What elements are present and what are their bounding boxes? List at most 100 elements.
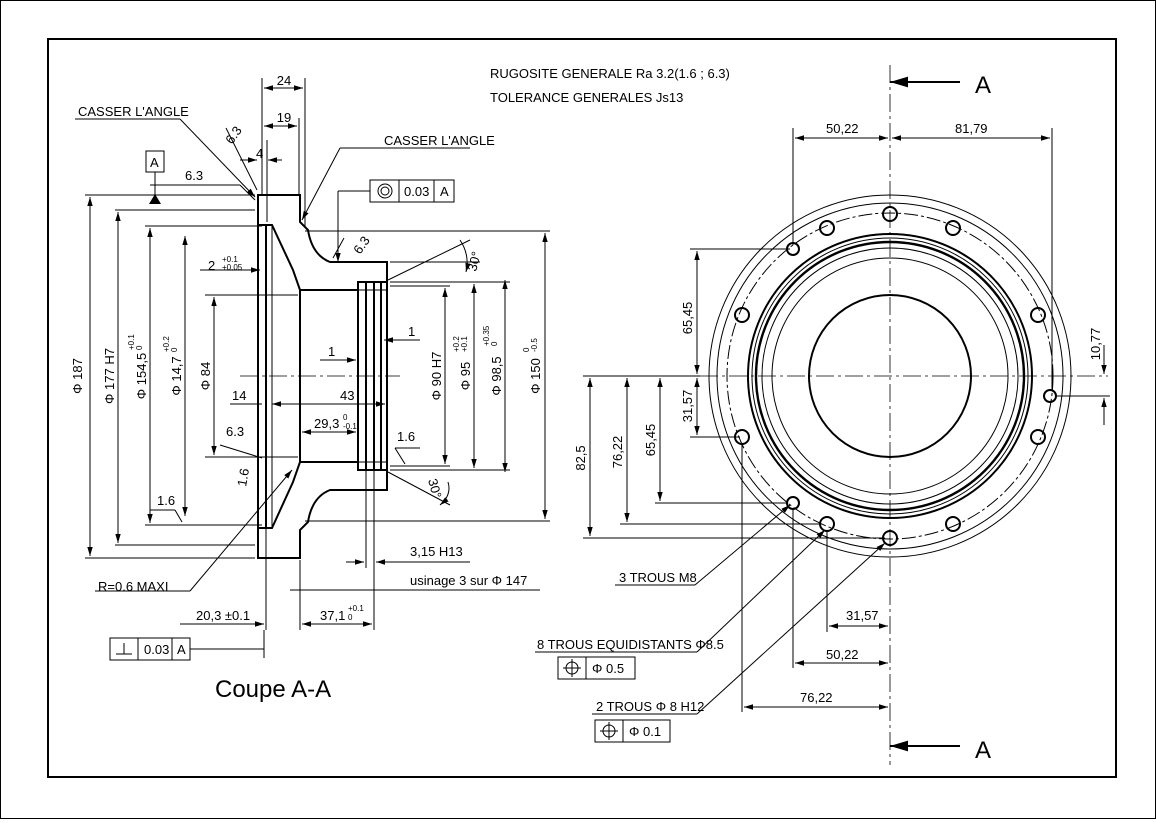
front-bottom-dims: 31,57 50,22 76,22 <box>741 443 888 712</box>
perpendicularity-datum: A <box>177 642 186 657</box>
section-vertical-dims: Φ 187 Φ 177 H7 Φ 154,5 +0.1 0 Φ 14,7 +0.… <box>70 194 298 559</box>
dim-w24: 24 <box>277 73 291 88</box>
dim-d154-tol-low: 0 <box>135 345 144 350</box>
perpendicularity-value: 0.03 <box>144 642 169 657</box>
dim-d95-tol-up: +0.2 <box>452 336 461 352</box>
dim-d985: Φ 98,5 <box>489 356 504 395</box>
section-arrows: A A <box>890 72 991 764</box>
dim-d985-tol-low: 0 <box>490 341 499 346</box>
dim-d150-tol-up: 0 <box>522 347 531 352</box>
dim-d154-tol-up: +0.1 <box>127 334 136 350</box>
tolerance-note: TOLERANCE GENERALES Js13 <box>490 90 683 105</box>
dim-d150: Φ 150 <box>528 358 543 394</box>
angle-30-b: 30° <box>425 477 445 500</box>
roughness-63-c: 6.3 <box>350 233 373 256</box>
front-view <box>700 65 1108 765</box>
label-radius: R=0.6 MAXI <box>98 579 168 594</box>
concentricity-frame: 0.03 A <box>335 179 455 262</box>
front-right-dims: 10,77 <box>1056 328 1110 425</box>
dim-w371-tol-low: 0 <box>348 613 353 622</box>
inner-frame <box>47 38 1117 778</box>
roughness-16-a: 1.6 <box>234 467 252 487</box>
dim-d147: Φ 14,7 <box>169 356 184 395</box>
roughness-63-d: 6.3 <box>226 424 244 439</box>
dim-d147-tol-low: 0 <box>170 347 179 352</box>
concentricity-datum: A <box>440 184 449 199</box>
dim-d90: Φ 90 H7 <box>429 352 444 401</box>
concentricity-value: 0.03 <box>404 184 429 199</box>
position-frame-2: Φ 0.1 <box>594 719 671 743</box>
dim-w371-tol-up: +0.1 <box>348 604 364 613</box>
section-body-bottom <box>257 461 388 559</box>
roughness-16-c: 1.6 <box>397 429 415 444</box>
dim-d95: Φ 95 <box>458 362 473 390</box>
dim-d150-tol-low: -0.5 <box>530 338 539 352</box>
dim-d84: Φ 84 <box>198 362 213 390</box>
section-arrow-top-label: A <box>975 72 991 99</box>
front-top-dims: 50,22 81,79 <box>792 121 1053 390</box>
dim-h5022: 50,22 <box>826 121 859 136</box>
dim-h8179: 81,79 <box>955 121 988 136</box>
dim-b5022: 50,22 <box>826 647 859 662</box>
angle-30-a: 30° <box>464 250 484 273</box>
dim-d187: Φ 187 <box>70 358 85 394</box>
dim-w2-tol-low: +0.05 <box>222 263 243 272</box>
label-trous-2: 2 TROUS Φ 8 H12 <box>596 699 704 714</box>
dim-w315: 3,15 H13 <box>410 544 463 559</box>
section-arrow-bottom-label: A <box>975 737 991 764</box>
dim-v3157: 31,57 <box>680 390 695 423</box>
dim-w1a: 1 <box>328 344 335 359</box>
section-mid-dims: 14 43 29,3 0 -0.1 1 1 <box>230 324 420 435</box>
dim-v825: 82,5 <box>573 445 588 470</box>
dim-w293-tol-low: -0.1 <box>343 422 357 431</box>
dim-w293-tol-up: 0 <box>343 413 348 422</box>
label-casser-angle-1: CASSER L'ANGLE <box>78 104 189 119</box>
dim-b3157: 31,57 <box>846 608 879 623</box>
roughness-63-a: 6.3 <box>185 168 203 183</box>
roughness-note: RUGOSITE GENERALE Ra 3.2(1.6 ; 6.3) <box>490 66 730 81</box>
label-trous-8: 8 TROUS EQUIDISTANTS Φ8.5 <box>537 637 724 652</box>
dim-v7622: 76,22 <box>610 436 625 469</box>
roughness-16-b: 1.6 <box>157 493 175 508</box>
label-trous-m8: 3 TROUS M8 <box>619 570 697 585</box>
section-body-top <box>257 194 388 291</box>
label-casser-angle-2: CASSER L'ANGLE <box>384 133 495 148</box>
concentricity-icon <box>377 183 393 199</box>
label-usinage: usinage 3 sur Φ 147 <box>410 573 527 588</box>
dim-d154: Φ 154,5 <box>134 353 149 400</box>
datum-a: A <box>145 150 165 204</box>
dim-d147-tol-up: +0.2 <box>162 336 171 352</box>
front-leaders: 3 TROUS M8 8 TROUS EQUIDISTANTS Φ8.5 2 T… <box>535 504 886 715</box>
position-frame-8: Φ 0.5 <box>557 656 636 680</box>
dim-w43: 43 <box>340 388 354 403</box>
dim-v1077: 10,77 <box>1088 328 1103 361</box>
section-title: Coupe A-A <box>215 676 331 703</box>
dim-d95-tol-low: +0.1 <box>460 336 469 352</box>
perpendicularity-frame: 0.03 A <box>109 630 265 661</box>
dim-b7622: 76,22 <box>800 690 833 705</box>
section-leaders: CASSER L'ANGLE CASSER L'ANGLE R=0.6 MAXI <box>75 104 495 594</box>
dim-v6545a: 65,45 <box>680 302 695 335</box>
dim-w2-tol-up: +0.1 <box>222 255 238 264</box>
dim-w1b: 1 <box>408 324 415 339</box>
datum-a-letter: A <box>150 155 159 170</box>
section-top-dims: 24 19 4 2 +0.1 +0.05 <box>200 73 306 273</box>
position-8-value: Φ 0.5 <box>592 661 624 676</box>
dim-w19: 19 <box>277 110 291 125</box>
section-bottom-dims: 3,15 H13 usinage 3 sur Φ 147 20,3 ±0.1 3… <box>180 470 540 630</box>
section-view <box>240 194 400 559</box>
dim-d985-tol-up: +0.35 <box>482 325 491 346</box>
front-left-dims: 65,45 31,57 82,5 76,22 65,45 <box>573 248 885 539</box>
dim-w2: 2 <box>208 258 215 273</box>
section-right-dims: Φ 90 H7 Φ 95 +0.2 +0.1 Φ 98,5 +0.35 0 Φ … <box>305 230 550 522</box>
dim-w203: 20,3 ±0.1 <box>196 608 250 623</box>
position-2-value: Φ 0.1 <box>629 724 661 739</box>
dim-w14: 14 <box>232 388 246 403</box>
dim-w371: 37,1 <box>320 608 345 623</box>
dim-w4: 4 <box>256 146 263 161</box>
dim-w293: 29,3 <box>314 416 339 431</box>
dim-v6545b: 65,45 <box>643 424 658 457</box>
dim-d177: Φ 177 H7 <box>102 348 117 404</box>
